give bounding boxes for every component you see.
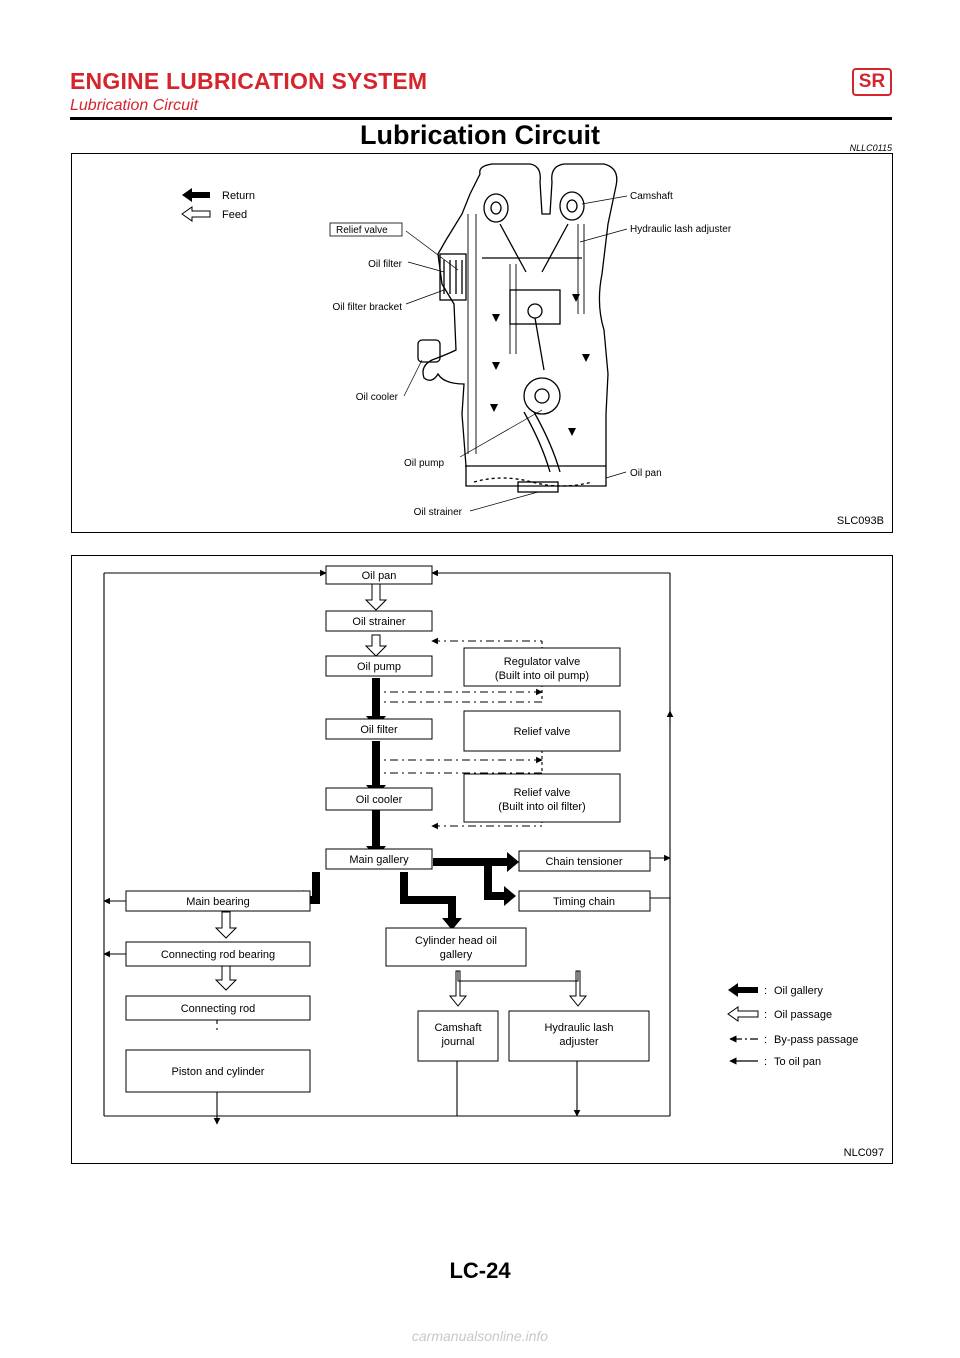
legend-to-oil-pan: To oil pan xyxy=(774,1056,821,1068)
engine-illustration: Return Feed xyxy=(181,163,884,527)
box-cylinder-head-line2: gallery xyxy=(440,949,473,961)
box-oil-filter: Oil filter xyxy=(360,724,398,736)
box-main-gallery: Main gallery xyxy=(349,854,409,866)
box-relief-valve: Relief valve xyxy=(514,726,571,738)
page-number: LC-24 xyxy=(449,1258,511,1283)
box-main-bearing: Main bearing xyxy=(186,896,250,908)
box-hla-line1: Hydraulic lash xyxy=(544,1022,613,1034)
section-code: NLLC0115 xyxy=(849,143,892,153)
section-subtitle: Lubrication Circuit xyxy=(70,97,199,114)
svg-text::: : xyxy=(764,1034,767,1046)
svg-text::: : xyxy=(764,1056,767,1068)
oil-gallery-legend-icon xyxy=(728,983,758,997)
legend-oil-gallery: Oil gallery xyxy=(774,985,823,997)
figure-code-nlc097: NLC097 xyxy=(844,1147,884,1159)
watermark: carmanualsonline.info xyxy=(411,1328,549,1344)
label-oil-filter: Oil filter xyxy=(368,259,403,270)
svg-text::: : xyxy=(764,985,767,997)
label-oil-filter-bracket: Oil filter bracket xyxy=(333,302,403,313)
box-oil-strainer: Oil strainer xyxy=(352,616,406,628)
label-oil-pan: Oil pan xyxy=(630,468,662,479)
box-camshaft-line1: Camshaft xyxy=(434,1022,481,1034)
box-oil-cooler: Oil cooler xyxy=(356,794,403,806)
legend-bypass-passage: By-pass passage xyxy=(774,1034,858,1046)
label-camshaft: Camshaft xyxy=(630,191,673,202)
flowchart-diagram: Oil pan Oil strainer Oil pump Regulator … xyxy=(103,565,884,1159)
flow-arrows xyxy=(490,294,590,436)
legend-return: Return xyxy=(222,190,255,202)
flowchart-legend: : : : : Oil gallery Oil passage By-pass … xyxy=(727,983,858,1068)
box-relief-valve2-line1: Relief valve xyxy=(514,787,571,799)
page-title: Lubrication Circuit xyxy=(359,120,600,150)
box-cylinder-head-line1: Cylinder head oil xyxy=(415,935,497,947)
leader-lines xyxy=(403,195,628,512)
return-arrow-icon xyxy=(182,188,210,202)
box-camshaft-line2: journal xyxy=(440,1036,474,1048)
header-divider xyxy=(70,117,892,120)
svg-text::: : xyxy=(764,1009,767,1021)
legend-feed: Feed xyxy=(222,209,247,221)
label-oil-cooler: Oil cooler xyxy=(356,392,399,403)
figure-lubrication-flowchart: Oil pan Oil strainer Oil pump Regulator … xyxy=(71,555,893,1164)
box-hla-line2: adjuster xyxy=(559,1036,598,1048)
figure-code-slc093b: SLC093B xyxy=(837,515,884,527)
box-connecting-rod: Connecting rod xyxy=(181,1003,256,1015)
box-piston-and-cylinder: Piston and cylinder xyxy=(172,1066,265,1078)
box-oil-pan: Oil pan xyxy=(362,570,397,582)
section-header-title: ENGINE LUBRICATION SYSTEM xyxy=(70,68,428,94)
box-regulator-valve-line1: Regulator valve xyxy=(504,656,580,668)
box-oil-pump: Oil pump xyxy=(357,661,401,673)
box-regulator-valve-line2: (Built into oil pump) xyxy=(495,670,589,682)
feed-arrow-icon xyxy=(181,206,211,222)
label-oil-pump: Oil pump xyxy=(404,458,444,469)
box-chain-tensioner: Chain tensioner xyxy=(545,856,622,868)
figure-engine-cross-section: Return Feed xyxy=(71,153,893,533)
box-timing-chain: Timing chain xyxy=(553,896,615,908)
label-oil-strainer: Oil strainer xyxy=(414,507,463,518)
oil-passage-legend-icon xyxy=(727,1006,759,1022)
box-connecting-rod-bearing: Connecting rod bearing xyxy=(161,949,275,961)
legend-oil-passage: Oil passage xyxy=(774,1009,832,1021)
box-relief-valve2-line2: (Built into oil filter) xyxy=(498,801,585,813)
label-hydraulic-lash-adjuster: Hydraulic lash adjuster xyxy=(630,224,732,235)
engine-badge: SR xyxy=(852,68,892,96)
engine-block-outline xyxy=(417,163,618,493)
label-relief-valve: Relief valve xyxy=(336,225,388,236)
